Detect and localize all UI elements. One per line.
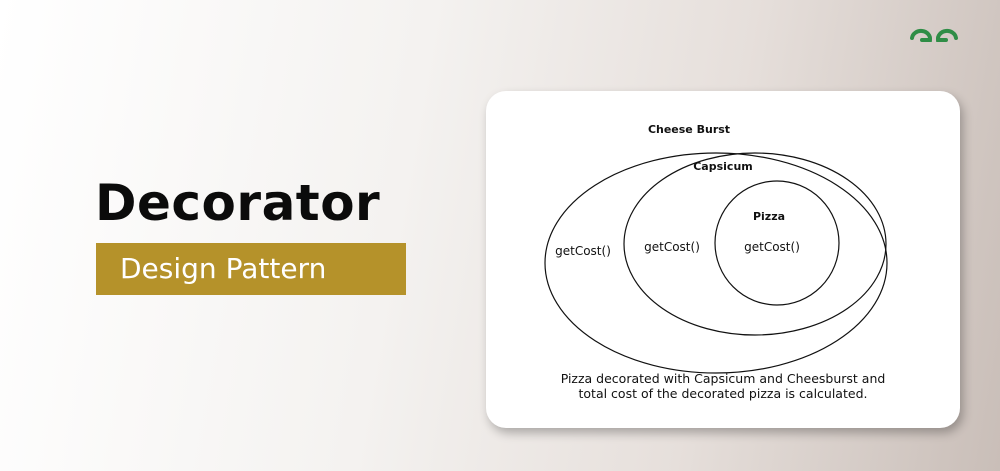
diagram-card: Cheese Burst Capsicum Pizza getCost() ge… bbox=[486, 91, 960, 428]
pizza-label: Pizza bbox=[753, 210, 785, 223]
geeksforgeeks-logo-icon bbox=[910, 29, 958, 42]
diagram-caption: Pizza decorated with Capsicum and Cheesb… bbox=[506, 371, 940, 401]
capsicum-method: getCost() bbox=[644, 240, 700, 254]
page-title: Decorator bbox=[95, 174, 381, 232]
caption-line-2: total cost of the decorated pizza is cal… bbox=[578, 386, 868, 401]
subtitle-banner bbox=[96, 243, 406, 295]
pizza-method: getCost() bbox=[744, 240, 800, 254]
cheese-burst-label: Cheese Burst bbox=[648, 123, 730, 136]
capsicum-label: Capsicum bbox=[693, 160, 753, 173]
decorator-diagram: Cheese Burst Capsicum Pizza getCost() ge… bbox=[544, 123, 888, 374]
cheese-burst-ellipse bbox=[544, 152, 888, 374]
cheese-burst-method: getCost() bbox=[555, 244, 611, 258]
pizza-circle bbox=[714, 180, 840, 306]
capsicum-ellipse bbox=[623, 152, 887, 336]
caption-line-1: Pizza decorated with Capsicum and Cheesb… bbox=[560, 371, 886, 386]
page-subtitle: Design Pattern bbox=[120, 252, 327, 285]
